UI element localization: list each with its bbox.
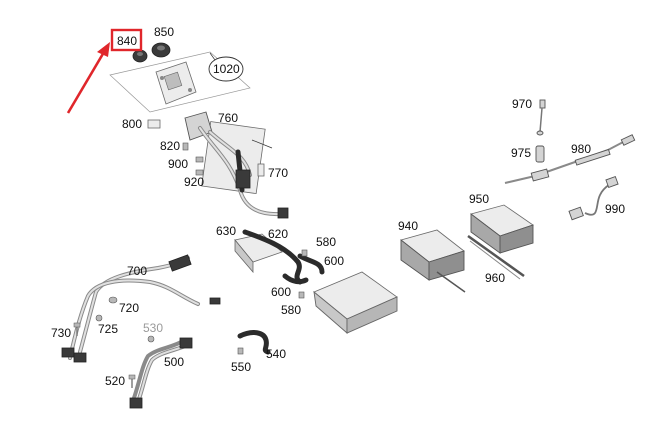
label-630[interactable]: 630: [216, 224, 236, 238]
label-530[interactable]: 530: [143, 321, 163, 335]
harness-760[interactable]: [184, 111, 289, 219]
control-unit-940[interactable]: [400, 229, 466, 293]
label-950[interactable]: 950: [469, 192, 489, 206]
label-975[interactable]: 975: [511, 146, 531, 160]
highlight-arrow: [66, 42, 110, 114]
label-700[interactable]: 700: [127, 264, 147, 278]
label-540[interactable]: 540: [266, 347, 286, 361]
highlight-box-840: [110, 28, 143, 52]
sensor-975[interactable]: [535, 145, 545, 163]
clip-725[interactable]: [95, 314, 103, 322]
label-500[interactable]: 500: [164, 355, 184, 369]
label-580-b[interactable]: 580: [281, 303, 301, 317]
bolt-730[interactable]: [73, 322, 81, 336]
bolt-550[interactable]: [237, 347, 244, 355]
grommet-850[interactable]: [151, 42, 171, 58]
bolt-900[interactable]: [195, 156, 204, 163]
label-840[interactable]: 840: [117, 34, 137, 48]
label-940[interactable]: 940: [398, 219, 418, 233]
label-820[interactable]: 820: [160, 139, 180, 153]
cable-990[interactable]: [568, 175, 619, 221]
mounting-plate-1020: [155, 61, 197, 105]
label-720[interactable]: 720: [119, 301, 139, 315]
bolt-820[interactable]: [182, 142, 189, 151]
part-labels: 840 850 1020 800 760 820 900 920 770 970…: [51, 25, 625, 388]
label-920[interactable]: 920: [184, 175, 204, 189]
cable-620[interactable]: [242, 229, 303, 285]
label-730[interactable]: 730: [51, 326, 71, 340]
label-circle-1020: [208, 56, 244, 82]
bolt-520[interactable]: [128, 374, 136, 388]
strap-960[interactable]: [467, 234, 525, 280]
label-620[interactable]: 620: [268, 227, 288, 241]
label-970[interactable]: 970: [512, 97, 532, 111]
label-800[interactable]: 800: [122, 117, 142, 131]
bracket-630[interactable]: [234, 233, 283, 274]
bracket-770[interactable]: [257, 163, 265, 177]
grommet-840[interactable]: [132, 49, 148, 63]
label-600-a[interactable]: 600: [324, 254, 344, 268]
bolt-580a[interactable]: [301, 249, 308, 257]
label-990[interactable]: 990: [605, 202, 625, 216]
bolt-580b[interactable]: [298, 291, 305, 299]
power-electronics-housing[interactable]: [313, 271, 398, 334]
label-960[interactable]: 960: [485, 271, 505, 285]
label-850[interactable]: 850: [154, 25, 174, 39]
sensor-970[interactable]: [536, 99, 546, 136]
cable-600b[interactable]: [282, 273, 309, 285]
cable-600a[interactable]: [297, 253, 325, 275]
label-1020[interactable]: 1020: [213, 62, 240, 76]
label-520[interactable]: 520: [105, 374, 125, 388]
plate-outline-box: [109, 51, 251, 113]
clip-530[interactable]: [147, 335, 155, 343]
label-600-b[interactable]: 600: [271, 285, 291, 299]
cable-540[interactable]: [237, 330, 271, 355]
harness-500[interactable]: [129, 337, 193, 409]
bolt-920[interactable]: [195, 169, 204, 176]
label-760[interactable]: 760: [218, 111, 238, 125]
control-unit-950[interactable]: [470, 204, 534, 254]
label-980[interactable]: 980: [571, 142, 591, 156]
label-580-a[interactable]: 580: [316, 235, 336, 249]
label-770[interactable]: 770: [268, 166, 288, 180]
label-725[interactable]: 725: [98, 322, 118, 336]
cable-980[interactable]: [504, 134, 636, 184]
label-900[interactable]: 900: [168, 157, 188, 171]
clip-720[interactable]: [108, 296, 118, 304]
clip-800[interactable]: [147, 119, 161, 129]
label-550[interactable]: 550: [231, 360, 251, 374]
plate-assembly-group: [109, 42, 251, 113]
